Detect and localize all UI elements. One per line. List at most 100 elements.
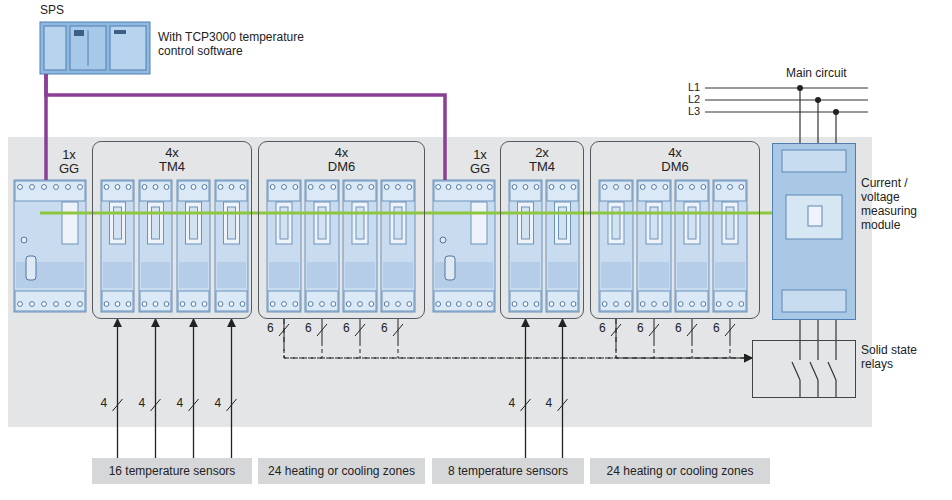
bus-connector (110, 202, 126, 244)
connector (193, 319, 194, 458)
node-text: 4x DM6 (657, 146, 693, 174)
junction-dot (833, 109, 839, 115)
wire-count: 4 (139, 396, 146, 410)
module-group: 4x DM6 (590, 141, 760, 319)
terminal-screw (407, 185, 412, 190)
bus-slash (649, 324, 659, 336)
phase-label: L3 (688, 105, 700, 117)
terminal-screw (625, 302, 630, 307)
module-figure (215, 180, 248, 312)
terminal-strip (547, 181, 578, 201)
terminal-screw (446, 302, 451, 307)
module-front (511, 262, 540, 288)
module-front (179, 262, 208, 288)
bus-slash (317, 324, 327, 336)
terminal-strip (306, 291, 338, 311)
terminal-screw (690, 302, 695, 307)
terminal-strip (434, 181, 494, 201)
connector (117, 319, 118, 458)
control-line (654, 342, 655, 358)
node-text: 1x GG (52, 148, 86, 176)
terminal-screw (407, 302, 412, 307)
terminal-screw (293, 302, 298, 307)
terminal-screw (640, 185, 645, 190)
terminal-screw (678, 185, 683, 190)
terminal-strip (600, 181, 632, 201)
relay-box: Solid state relays (752, 340, 856, 398)
wire-count: 4 (177, 396, 184, 410)
terminal-screw (456, 185, 461, 190)
terminal-strip (15, 291, 85, 311)
module-figure (305, 180, 339, 312)
terminal-screw (487, 302, 492, 307)
terminal-screw (512, 185, 517, 190)
wire-count: 6 (381, 321, 388, 335)
terminal-screw (436, 302, 441, 307)
node-text: 8 temperature sensors (448, 464, 568, 478)
node-text: 24 heating or cooling zones (607, 464, 754, 478)
module-group: 2x TM4 (500, 141, 584, 319)
plc-led (74, 30, 84, 36)
plc-psu (44, 26, 66, 70)
terminal-screw (523, 185, 528, 190)
terminal-screw (614, 302, 619, 307)
terminal-screw (218, 185, 223, 190)
module-figure (599, 180, 633, 312)
terminal-screw (240, 302, 245, 307)
module-body (305, 180, 339, 312)
module-body (381, 180, 415, 312)
wire-count: 4 (509, 396, 516, 410)
terminal-strip (178, 181, 209, 201)
measuring-body (772, 143, 856, 320)
terminal-screw (716, 185, 721, 190)
terminal-screw (54, 185, 59, 190)
plc-cpu (70, 26, 106, 70)
module-figure (637, 180, 671, 312)
junction-dot (815, 97, 821, 103)
gateway-module: 1x GG (14, 180, 86, 312)
terminal-screw (652, 185, 657, 190)
bus-connector (276, 202, 292, 244)
terminal-strip (547, 291, 578, 311)
wire-count: 4 (546, 396, 553, 410)
terminal-screw (436, 185, 441, 190)
wire-count: 6 (305, 321, 312, 335)
terminal-screw (534, 302, 539, 307)
terminal-screw (560, 185, 565, 190)
switch-blade (792, 362, 800, 380)
module-group: 4x DM6 (258, 141, 425, 319)
plc-unit: SPSWith TCP3000 temperature control soft… (40, 22, 150, 74)
terminal-strip (382, 181, 414, 201)
plc-figure (40, 22, 150, 74)
node-text: 4x TM4 (154, 146, 190, 174)
module-front (715, 262, 745, 288)
caption-box: 24 heating or cooling zones (258, 458, 425, 484)
module-figure (267, 180, 301, 312)
caption-box: 16 temperature sensors (92, 458, 252, 484)
module-body (675, 180, 709, 312)
main-circuit (705, 88, 868, 398)
module-figure (713, 180, 747, 312)
terminal-screw (739, 185, 744, 190)
plc-led (114, 30, 126, 34)
terminal-screw (142, 302, 147, 307)
wire-count: 4 (215, 396, 222, 410)
terminal-screw (728, 185, 733, 190)
plc-io (110, 26, 146, 70)
measuring-module: Current / voltage measuring module (772, 143, 856, 320)
bus-connector (471, 202, 487, 244)
terminal-screw (701, 185, 706, 190)
terminal-screw (716, 302, 721, 307)
phase-drop (835, 380, 836, 398)
wire-count: 6 (343, 321, 350, 335)
module-front (383, 262, 413, 288)
terminal-screw (477, 185, 482, 190)
bus-connector (314, 202, 330, 244)
measuring-knob (808, 206, 822, 226)
terminal-screw (625, 185, 630, 190)
module-figure (546, 180, 579, 312)
circuit-label: Main circuit (786, 66, 847, 80)
switch-blade (828, 362, 836, 380)
terminal-screw (30, 185, 35, 190)
terminal-screw (728, 302, 733, 307)
